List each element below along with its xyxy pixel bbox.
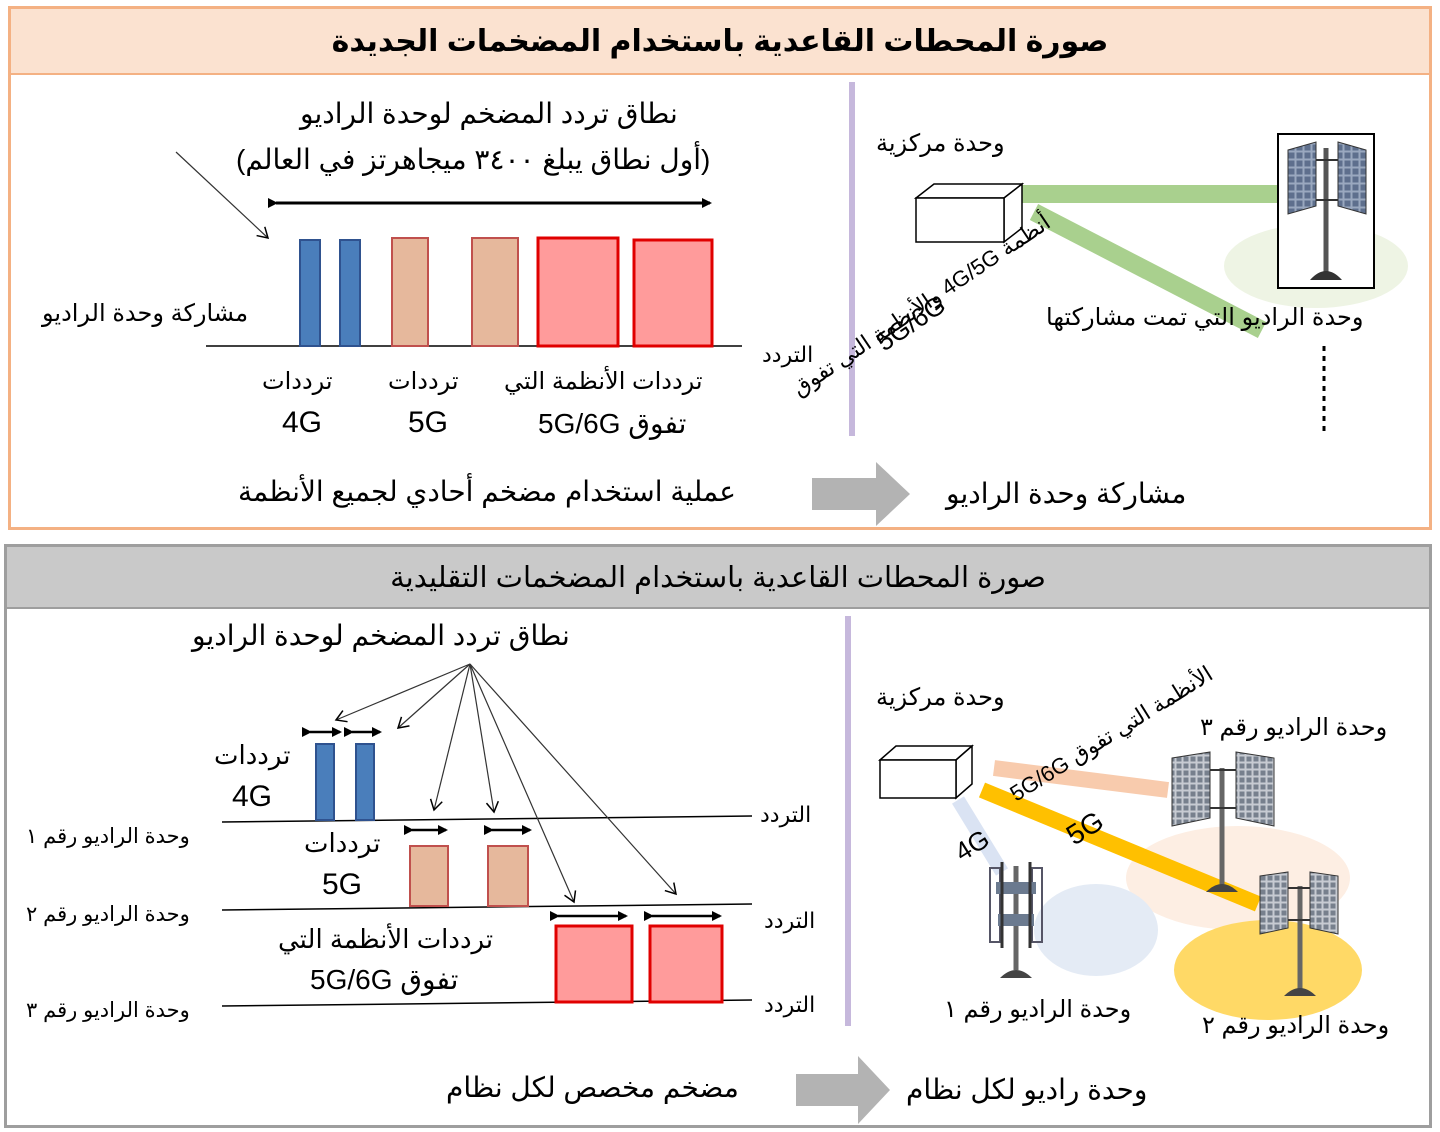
radio-sharing-label: مشاركة وحدة الراديو bbox=[42, 300, 249, 327]
new-band-diagram bbox=[175, 151, 742, 348]
link-beyond-5g6g bbox=[1029, 204, 1267, 338]
radio-unit-2-tower-icon bbox=[1259, 871, 1339, 996]
conv-band-5g-1 bbox=[409, 845, 449, 907]
conv-group-beyond-label1: ترددات الأنظمة التي bbox=[278, 924, 494, 954]
link-beyond bbox=[992, 760, 1170, 798]
top-summary-left: عملية استخدام مضخم أحادي لجميع الأنظمة bbox=[238, 476, 736, 507]
group-5g-label1: ترددات bbox=[388, 368, 459, 395]
coverage-unit-1 bbox=[1034, 884, 1158, 976]
conv-band-beyond-1 bbox=[554, 924, 634, 1004]
frequency-axis-label: التردد bbox=[762, 342, 814, 367]
coverage-unit-3 bbox=[1126, 826, 1350, 930]
conv-central-unit-label: وحدة مركزية bbox=[876, 684, 1005, 711]
conv-group-5g-label2: 5G bbox=[322, 868, 363, 901]
conv-band-4g-1 bbox=[315, 743, 335, 821]
top-summary-arrow bbox=[812, 462, 910, 526]
pointer-fan bbox=[334, 663, 677, 904]
link-5g bbox=[978, 782, 1262, 912]
band-beyond-2 bbox=[632, 238, 714, 348]
group-4g-label2: 4G bbox=[282, 406, 323, 439]
new-amplifier-panel: صورة المحطات القاعدية باستخدام المضخمات … bbox=[8, 6, 1432, 530]
conv-freq-axis-2: التردد bbox=[764, 908, 816, 933]
pointer-line bbox=[175, 151, 270, 239]
group-4g-label1: ترددات bbox=[262, 368, 333, 395]
conv-radio-unit-3-left: وحدة الراديو رقم ٣ bbox=[26, 999, 190, 1022]
central-unit-icon bbox=[913, 182, 1025, 244]
conv-band-title: نطاق تردد المضخم لوحدة الراديو bbox=[192, 620, 570, 651]
band-width-double-arrows bbox=[302, 727, 722, 921]
group-beyond-label1: ترددات الأنظمة التي bbox=[504, 368, 703, 395]
conv-radio-unit-3-label: وحدة الراديو رقم ٣ bbox=[1200, 714, 1388, 741]
band-title-line2: (أول نطاق يبلغ ٣٤٠٠ ميجاهرتز في العالم) bbox=[236, 144, 711, 175]
radio-unit-3-tower-icon bbox=[1171, 751, 1275, 892]
group-beyond-label2: تفوق 5G/6G bbox=[538, 408, 687, 439]
conventional-amplifier-panel: صورة المحطات القاعدية باستخدام المضخمات … bbox=[4, 544, 1432, 1128]
band-title-line1: نطاق تردد المضخم لوحدة الراديو bbox=[300, 98, 678, 129]
group-5g-label2: 5G bbox=[408, 406, 449, 439]
top-summary-right: مشاركة وحدة الراديو bbox=[946, 478, 1187, 509]
radio-unit-1-tower-icon bbox=[989, 862, 1043, 978]
shared-radio-unit-label: وحدة الراديو التي تمت مشاركتها bbox=[1046, 304, 1364, 331]
conventional-station-diagram bbox=[878, 744, 1362, 1020]
conventional-band-diagram bbox=[221, 663, 753, 1007]
new-amplifier-title: صورة المحطات القاعدية باستخدام المضخمات … bbox=[11, 9, 1429, 75]
bottom-summary-arrow bbox=[796, 1056, 890, 1124]
conv-group-beyond-label2: تفوق 5G/6G bbox=[310, 964, 459, 995]
conventional-amplifier-title: صورة المحطات القاعدية باستخدام المضخمات … bbox=[7, 547, 1429, 609]
central-unit-label: وحدة مركزية bbox=[876, 130, 1005, 157]
conv-group-4g-label2: 4G bbox=[232, 780, 273, 813]
bottom-summary-left: مضخم مخصص لكل نظام bbox=[446, 1072, 739, 1103]
conv-band-4g-2 bbox=[355, 743, 375, 821]
conv-radio-unit-2-label: وحدة الراديو رقم ٢ bbox=[1202, 1012, 1390, 1039]
conv-central-unit-icon bbox=[878, 744, 974, 800]
band-beyond-1 bbox=[536, 236, 620, 348]
conv-radio-unit-1-left: وحدة الراديو رقم ١ bbox=[26, 825, 190, 848]
conv-group-4g-label1: ترددات bbox=[214, 740, 291, 770]
link-4g bbox=[952, 796, 1008, 876]
conv-freq-axis-3: التردد bbox=[764, 992, 816, 1017]
band-4g-1 bbox=[299, 239, 321, 347]
new-station-diagram bbox=[913, 133, 1408, 436]
axis-line-1 bbox=[221, 815, 753, 823]
shared-radio-tower-icon bbox=[1287, 141, 1367, 280]
bottom-summary-right: وحدة راديو لكل نظام bbox=[906, 1074, 1148, 1105]
coverage-unit-2 bbox=[1174, 920, 1362, 1020]
conv-group-5g-label1: ترددات bbox=[304, 828, 381, 858]
conv-band-beyond-2 bbox=[648, 924, 724, 1004]
conv-radio-unit-2-left: وحدة الراديو رقم ٢ bbox=[26, 903, 190, 926]
band-4g-2 bbox=[339, 239, 361, 347]
conv-band-5g-2 bbox=[487, 845, 529, 907]
band-5g-2 bbox=[471, 237, 519, 347]
conv-radio-unit-1-label: وحدة الراديو رقم ١ bbox=[944, 996, 1132, 1023]
conv-freq-axis-1: التردد bbox=[760, 802, 812, 827]
band-5g-1 bbox=[391, 237, 429, 347]
